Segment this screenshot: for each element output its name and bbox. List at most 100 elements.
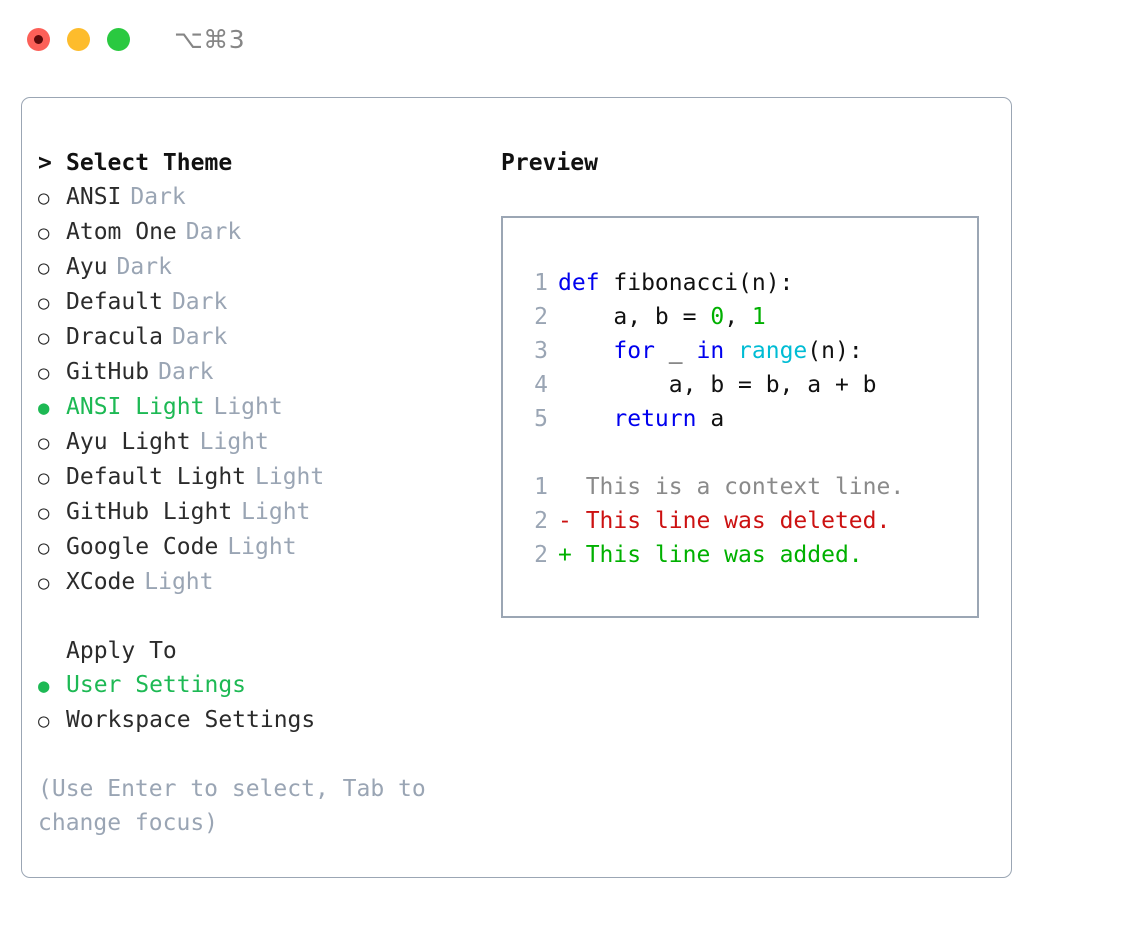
theme-option-label: Ayu Light (66, 429, 191, 455)
diff-line: 2 + This line was added. (520, 538, 904, 572)
theme-variant-tag: Dark (158, 359, 214, 385)
theme-option-label: Atom One (66, 219, 177, 245)
code-line-number: 3 (534, 338, 548, 364)
code-token-plain: (n): (807, 338, 863, 364)
code-line-number: 5 (534, 406, 548, 432)
radio-unselected-icon: ○ (38, 257, 50, 279)
radio-unselected-icon: ○ (38, 467, 50, 489)
radio-unselected-icon: ○ (38, 572, 50, 594)
radio-unselected-icon: ○ (38, 222, 50, 244)
window-titlebar: ⌥⌘3 (0, 0, 1140, 78)
theme-variant-tag: Dark (171, 324, 228, 350)
theme-variant-tag: Dark (130, 184, 186, 210)
code-line-number: 1 (534, 270, 548, 296)
code-line: 1 def fibonacci(n): (520, 266, 904, 300)
diff-marker: + (558, 542, 586, 568)
theme-option-label: Dracula (66, 324, 163, 350)
code-token-plain (558, 338, 613, 364)
code-line-content: a, b = b, a + b (558, 368, 877, 402)
preview-spacer (520, 436, 904, 470)
code-line: 3 for _ in range(n): (520, 334, 904, 368)
keyboard-hint: (Use Enter to select, Tab to change focu… (38, 776, 426, 836)
apply-to-header: Apply To (38, 634, 488, 668)
diff-text: This line was added. (585, 542, 863, 568)
diff-line-content: - This line was deleted. (558, 504, 890, 538)
code-line-content: def fibonacci(n): (558, 266, 793, 300)
theme-option-label: XCode (66, 569, 136, 595)
code-token-plain: _ (654, 338, 697, 364)
minimize-button[interactable] (67, 27, 90, 51)
traffic-lights (27, 27, 130, 51)
theme-variant-tag: Light (255, 464, 325, 490)
diff-line-number: 1 (534, 474, 548, 500)
code-token-plain (724, 338, 738, 364)
code-token-plain: fibonacci(n): (599, 270, 794, 296)
code-token-fn: range (738, 338, 808, 364)
theme-option-label: Google Code (66, 534, 219, 560)
radio-unselected-icon: ○ (38, 710, 50, 732)
apply-to-caret-spacer (38, 634, 66, 668)
code-token-plain: a (696, 406, 725, 432)
radio-unselected-icon: ○ (38, 432, 50, 454)
theme-option-default-light[interactable]: ○ Default Light Light (38, 460, 488, 495)
theme-option-ansi[interactable]: ○ ANSI Dark (38, 180, 488, 215)
diff-line-number: 2 (534, 542, 548, 568)
maximize-button[interactable] (107, 27, 130, 51)
diff-line: 2- This line was deleted. (520, 504, 904, 538)
theme-variant-tag: Light (213, 394, 283, 420)
code-token-plain (558, 406, 613, 432)
close-button[interactable] (27, 27, 50, 51)
theme-option-ayu-light[interactable]: ○ Ayu Light Light (38, 425, 488, 460)
theme-option-label: Default Light (66, 464, 247, 490)
theme-picker-header: > Select Theme (38, 146, 488, 180)
theme-variant-tag: Light (227, 534, 297, 560)
diff-text: This is a context line. (585, 474, 905, 500)
radio-unselected-icon: ○ (38, 292, 50, 314)
theme-option-label: ANSI Light (66, 394, 205, 420)
radio-unselected-icon: ○ (38, 187, 50, 209)
theme-variant-tag: Dark (116, 254, 172, 280)
theme-variant-tag: Dark (171, 289, 228, 315)
radio-unselected-icon: ○ (38, 362, 50, 384)
theme-option-github[interactable]: ○ GitHub Dark (38, 355, 488, 390)
code-token-kw: in (696, 338, 725, 364)
code-line-content: a, b = 0, 1 (558, 300, 766, 334)
recording-indicator-icon (34, 34, 43, 44)
theme-variant-tag: Light (199, 429, 269, 455)
code-line: 4 a, b = b, a + b (520, 368, 904, 402)
apply-to-option-workspace-settings[interactable]: ○ Workspace Settings (38, 703, 488, 738)
code-token-kw: def (558, 270, 600, 296)
theme-option-label: ANSI (66, 184, 122, 210)
radio-unselected-icon: ○ (38, 537, 50, 559)
apply-to-option-user-settings[interactable]: ●User Settings (38, 668, 488, 703)
code-line-content: for _ in range(n): (558, 334, 863, 368)
code-line-content: return a (558, 402, 724, 436)
theme-option-label: GitHub (66, 359, 150, 385)
apply-to-option-label: Workspace Settings (66, 707, 316, 733)
diff-line-content: + This line was added. (558, 538, 863, 572)
theme-option-label: GitHub Light (66, 499, 233, 525)
code-line: 5 return a (520, 402, 904, 436)
code-line: 2 a, b = 0, 1 (520, 300, 904, 334)
theme-option-google-code[interactable]: ○ Google Code Light (38, 530, 488, 565)
code-line-number: 2 (534, 304, 548, 330)
diff-marker (558, 474, 586, 500)
diff-line: 1 This is a context line. (520, 470, 904, 504)
code-token-num: 0 (710, 304, 725, 330)
theme-option-atom-one[interactable]: ○ Atom One Dark (38, 215, 488, 250)
theme-variant-tag: Dark (185, 219, 242, 245)
caret-icon: > (38, 150, 52, 176)
code-token-num: 1 (751, 304, 766, 330)
